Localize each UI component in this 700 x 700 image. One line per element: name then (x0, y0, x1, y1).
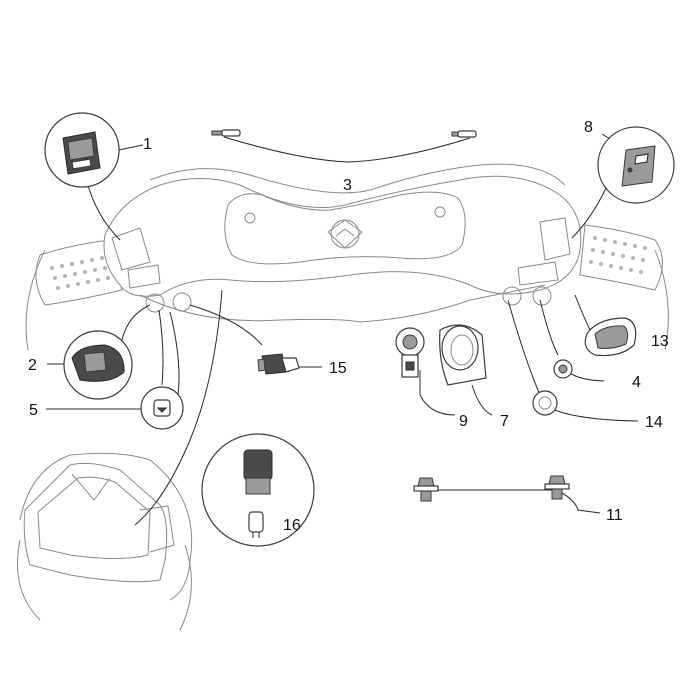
part-8-switch (597, 126, 675, 204)
callout-14: 14 (645, 414, 663, 431)
bulb-right-icon (451, 130, 477, 138)
part-16-bulb (201, 433, 315, 547)
part-13-lens (584, 317, 637, 357)
callout-16: 16 (283, 517, 301, 534)
callout-3: 3 (343, 177, 352, 194)
leader-lines (46, 133, 639, 526)
callout-2: 2 (28, 357, 37, 374)
bulb-left-icon (211, 129, 241, 137)
callout-7: 7 (500, 413, 509, 430)
instrument-cluster (17, 452, 193, 631)
part-3-bulbs (211, 129, 477, 138)
part-7-housing (439, 324, 487, 386)
callout-13: 13 (651, 333, 669, 350)
callout-8: 8 (584, 119, 593, 136)
callout-11: 11 (606, 507, 623, 524)
fastener-right-icon (544, 475, 570, 500)
handlebar-cover (25, 163, 669, 351)
part-11-fasteners (413, 475, 570, 502)
part-15-connector (257, 353, 300, 375)
callout-9: 9 (459, 413, 468, 430)
part-1-switch (44, 112, 120, 188)
part-5-switch (140, 386, 184, 430)
callout-1: 1 (143, 136, 152, 153)
callout-15: 15 (329, 360, 347, 377)
callout-4: 4 (632, 374, 641, 391)
part-14-button (532, 390, 558, 416)
part-2-switch (63, 330, 133, 400)
callout-5: 5 (29, 402, 38, 419)
part-9-switch (395, 327, 425, 378)
part-4-switch (553, 359, 573, 379)
fastener-left-icon (413, 477, 439, 502)
callout-numbers: 1 2 3 4 5 7 8 9 11 13 14 15 16 (28, 119, 669, 534)
